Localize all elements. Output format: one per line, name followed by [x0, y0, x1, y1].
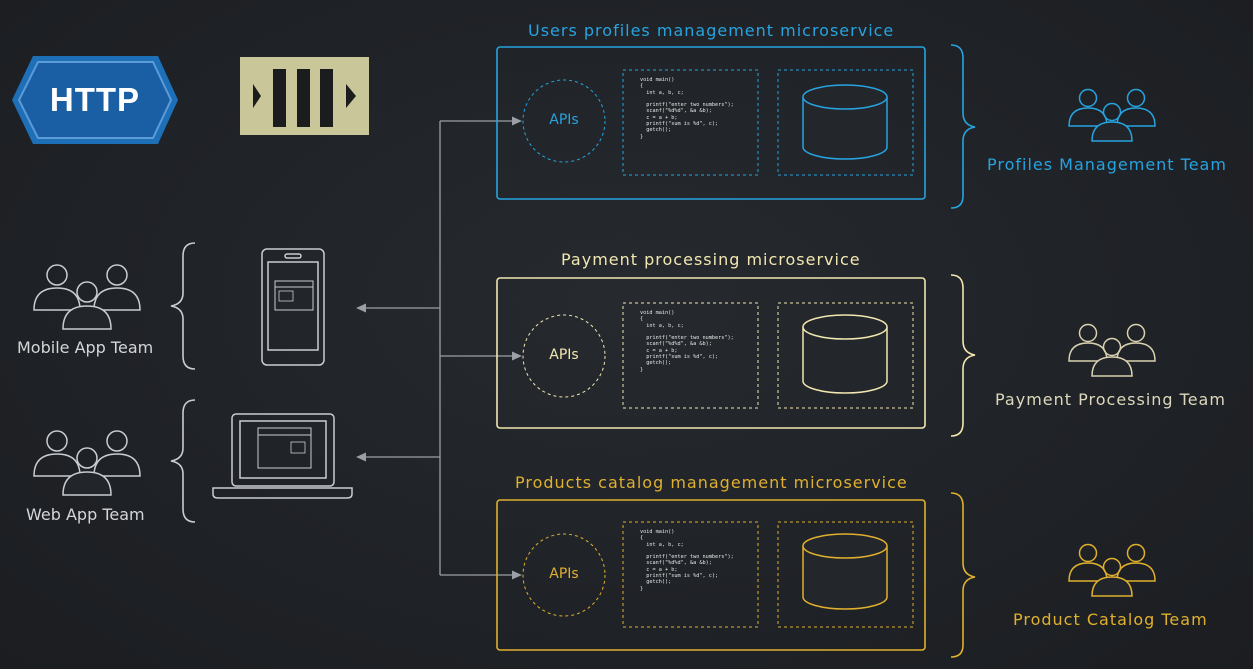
team-label-mobile-app: Mobile App Team: [17, 338, 154, 357]
connector-arrowheads: [356, 116, 522, 580]
team-people-icon: [1068, 323, 1156, 377]
team-people-icon: [1068, 543, 1156, 597]
database-icon: [802, 84, 888, 160]
service-box-users-profiles: [496, 46, 926, 200]
api-label: APIs: [549, 566, 579, 582]
http-badge-icon: [12, 56, 178, 144]
team-label-product-catalog: Product Catalog Team: [1013, 610, 1208, 629]
code-snippet: void main() { int a, b, c; printf("enter…: [640, 310, 734, 373]
connector-lines: [362, 120, 516, 576]
database-icon: [802, 533, 888, 610]
team-label-profiles-management: Profiles Management Team: [987, 155, 1227, 174]
brace-right-icon: [950, 44, 976, 209]
message-queue-icon: [240, 57, 369, 135]
team-label-web-app: Web App Team: [26, 505, 145, 524]
http-badge-label: HTTP: [49, 81, 141, 118]
service-title-products-catalog: Products catalog management microservice: [515, 473, 908, 492]
service-box-products-catalog: [496, 499, 926, 651]
api-label: APIs: [549, 112, 579, 128]
database-icon: [802, 314, 888, 394]
brace-right-icon: [950, 274, 976, 437]
service-title-users-profiles: Users profiles management microservice: [528, 21, 895, 40]
api-label: APIs: [549, 347, 579, 363]
code-snippet: void main() { int a, b, c; printf("enter…: [640, 77, 734, 140]
service-box-payment: [496, 277, 926, 429]
brace-left-icon: [170, 242, 196, 523]
code-snippet: void main() { int a, b, c; printf("enter…: [640, 529, 734, 592]
team-label-payment-processing: Payment Processing Team: [995, 390, 1226, 409]
team-people-icon: [33, 264, 141, 330]
team-people-icon: [33, 430, 141, 496]
team-people-icon: [1068, 88, 1156, 142]
mobile-phone-icon: [261, 248, 325, 366]
laptop-icon: [212, 413, 353, 499]
service-title-payment: Payment processing microservice: [561, 250, 861, 269]
brace-right-icon: [950, 492, 976, 658]
